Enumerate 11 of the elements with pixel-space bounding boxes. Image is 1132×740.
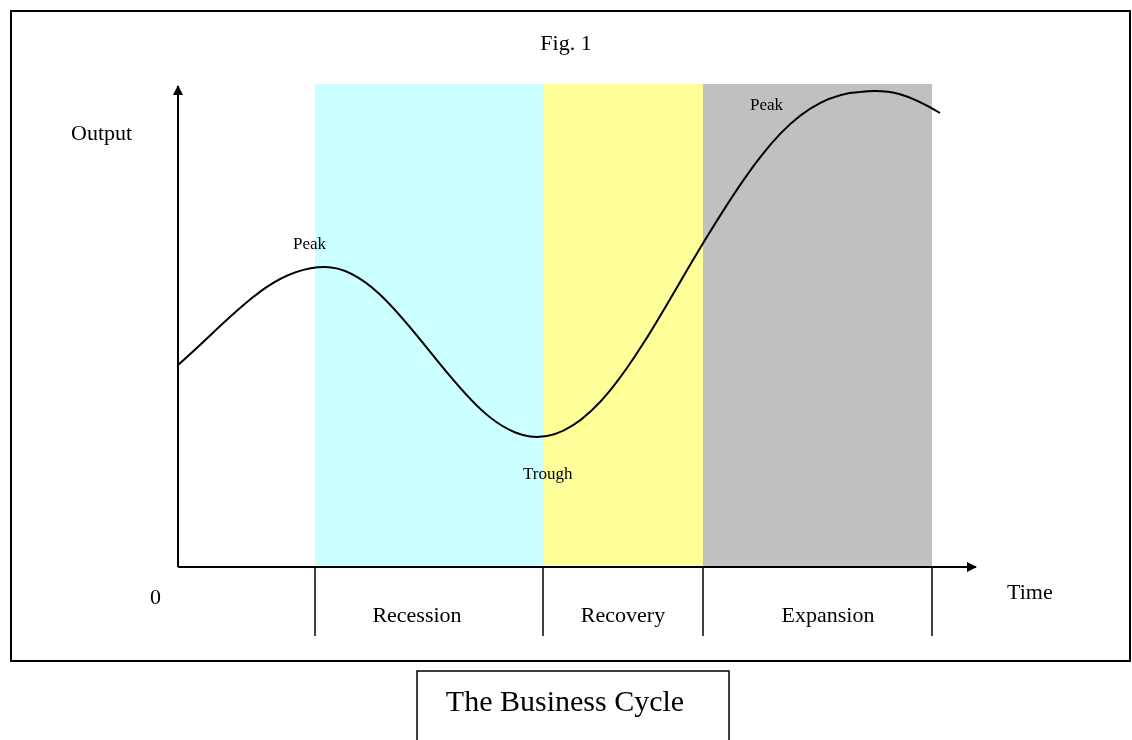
axis-label: Output <box>71 122 133 144</box>
phase-label: Expansion <box>781 604 875 626</box>
caption: The Business Cycle <box>445 686 685 716</box>
axis-label: Time <box>1007 581 1053 603</box>
point-label: Peak <box>293 235 327 252</box>
phase-label: Recovery <box>580 604 666 626</box>
point-label: Peak <box>750 96 784 113</box>
phase-label: Recession <box>372 604 462 626</box>
point-label: Trough <box>523 465 573 482</box>
axis-label: 0 <box>150 586 161 608</box>
figure-title: Fig. 1 <box>540 32 592 54</box>
